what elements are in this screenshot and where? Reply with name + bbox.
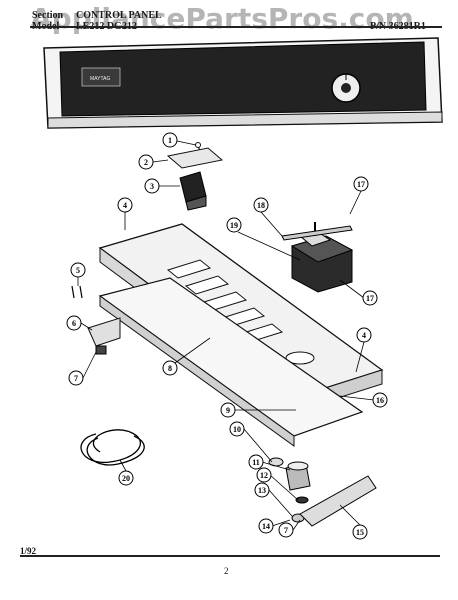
callout-leader xyxy=(119,459,127,472)
callout-number: 17 xyxy=(357,180,365,189)
callout-circle xyxy=(362,290,378,306)
callout-number: 6 xyxy=(72,319,76,328)
callout-circle xyxy=(220,402,236,418)
callout-circle xyxy=(248,454,264,470)
knob-assembly-part xyxy=(268,457,311,523)
callout-number: 7 xyxy=(74,374,78,383)
mounting-screws-part xyxy=(71,285,83,299)
callout-number: 10 xyxy=(233,425,241,434)
control-panel-console: MAYTAG xyxy=(43,37,443,129)
callout-circle xyxy=(138,154,154,170)
callout-leader xyxy=(339,279,365,299)
callout-circle xyxy=(144,178,160,194)
callout-number: 5 xyxy=(76,266,80,275)
panel-frame-part xyxy=(98,223,384,447)
callout-leader xyxy=(292,519,301,531)
callout-circle xyxy=(352,524,368,540)
timer-part xyxy=(290,222,354,293)
callout-circle xyxy=(70,262,86,278)
callout-circle xyxy=(258,518,274,534)
header-rule xyxy=(30,26,442,28)
callout-circle xyxy=(278,522,294,538)
section-title: CONTROL PANEL xyxy=(76,10,162,21)
callout-number: 18 xyxy=(257,201,265,210)
callout-leader xyxy=(271,519,291,527)
callout-leader xyxy=(243,428,273,463)
callout-number: 19 xyxy=(230,221,238,230)
callout-number: 16 xyxy=(376,396,384,405)
callout-circle xyxy=(229,421,245,437)
callout-circle xyxy=(118,470,134,486)
callout-circle xyxy=(372,392,388,408)
callout-number: 2 xyxy=(144,158,148,167)
callout-number: 4 xyxy=(123,201,127,210)
callout-number: 8 xyxy=(168,364,172,373)
callout-number: 1 xyxy=(168,136,172,145)
callout-number: 9 xyxy=(226,406,230,415)
page-number: 2 xyxy=(224,566,229,576)
callout-leader xyxy=(152,159,169,163)
callout-leader xyxy=(268,489,293,517)
callout-circle xyxy=(68,370,84,386)
callout-leader xyxy=(80,322,93,331)
callout-leader xyxy=(176,140,197,146)
footer-date: 1/92 xyxy=(20,546,37,556)
callout-circle xyxy=(162,360,178,376)
wire-harness-part xyxy=(80,429,145,466)
callout-leader xyxy=(82,351,97,379)
callout-number: 17 xyxy=(366,294,374,303)
callout-leader xyxy=(261,461,291,471)
callout-circle xyxy=(253,197,269,213)
callout-leader xyxy=(339,395,375,401)
callout-leader xyxy=(355,341,365,373)
callout-leader xyxy=(260,211,283,237)
callout-circle xyxy=(356,327,372,343)
callout-circle xyxy=(353,176,369,192)
bracket-plate-part xyxy=(166,147,224,169)
watermark-text: AppliancePartsPros.com xyxy=(30,2,414,35)
callout-circle xyxy=(162,132,178,148)
footer-rule xyxy=(20,555,440,557)
callout-leader xyxy=(349,190,362,215)
section-label: Section xyxy=(32,10,64,21)
callout-number: 15 xyxy=(356,528,364,537)
callout-number: 4 xyxy=(362,331,366,340)
clip-part xyxy=(95,345,107,355)
end-cap-part xyxy=(299,475,377,527)
callout-number: 11 xyxy=(252,458,260,467)
callout-circle xyxy=(117,197,133,213)
callout-number: 20 xyxy=(122,474,130,483)
callout-number: 3 xyxy=(150,182,154,191)
timer-bracket-part xyxy=(281,225,353,241)
callout-number: 7 xyxy=(284,526,288,535)
callout-leader xyxy=(339,504,361,526)
callout-number: 12 xyxy=(260,471,268,480)
switch-part xyxy=(179,171,207,211)
side-bracket-part xyxy=(87,317,121,347)
callout-circle xyxy=(256,467,272,483)
callout-number: 13 xyxy=(258,486,266,495)
callout-number: 14 xyxy=(262,522,270,531)
callout-leader xyxy=(237,231,301,261)
panel-brand: MAYTAG xyxy=(90,76,110,82)
callout-circle xyxy=(254,482,270,498)
callout-circle xyxy=(66,315,82,331)
callout-leader xyxy=(174,337,211,364)
callout-circle xyxy=(226,217,242,233)
callout-leader xyxy=(269,474,299,501)
